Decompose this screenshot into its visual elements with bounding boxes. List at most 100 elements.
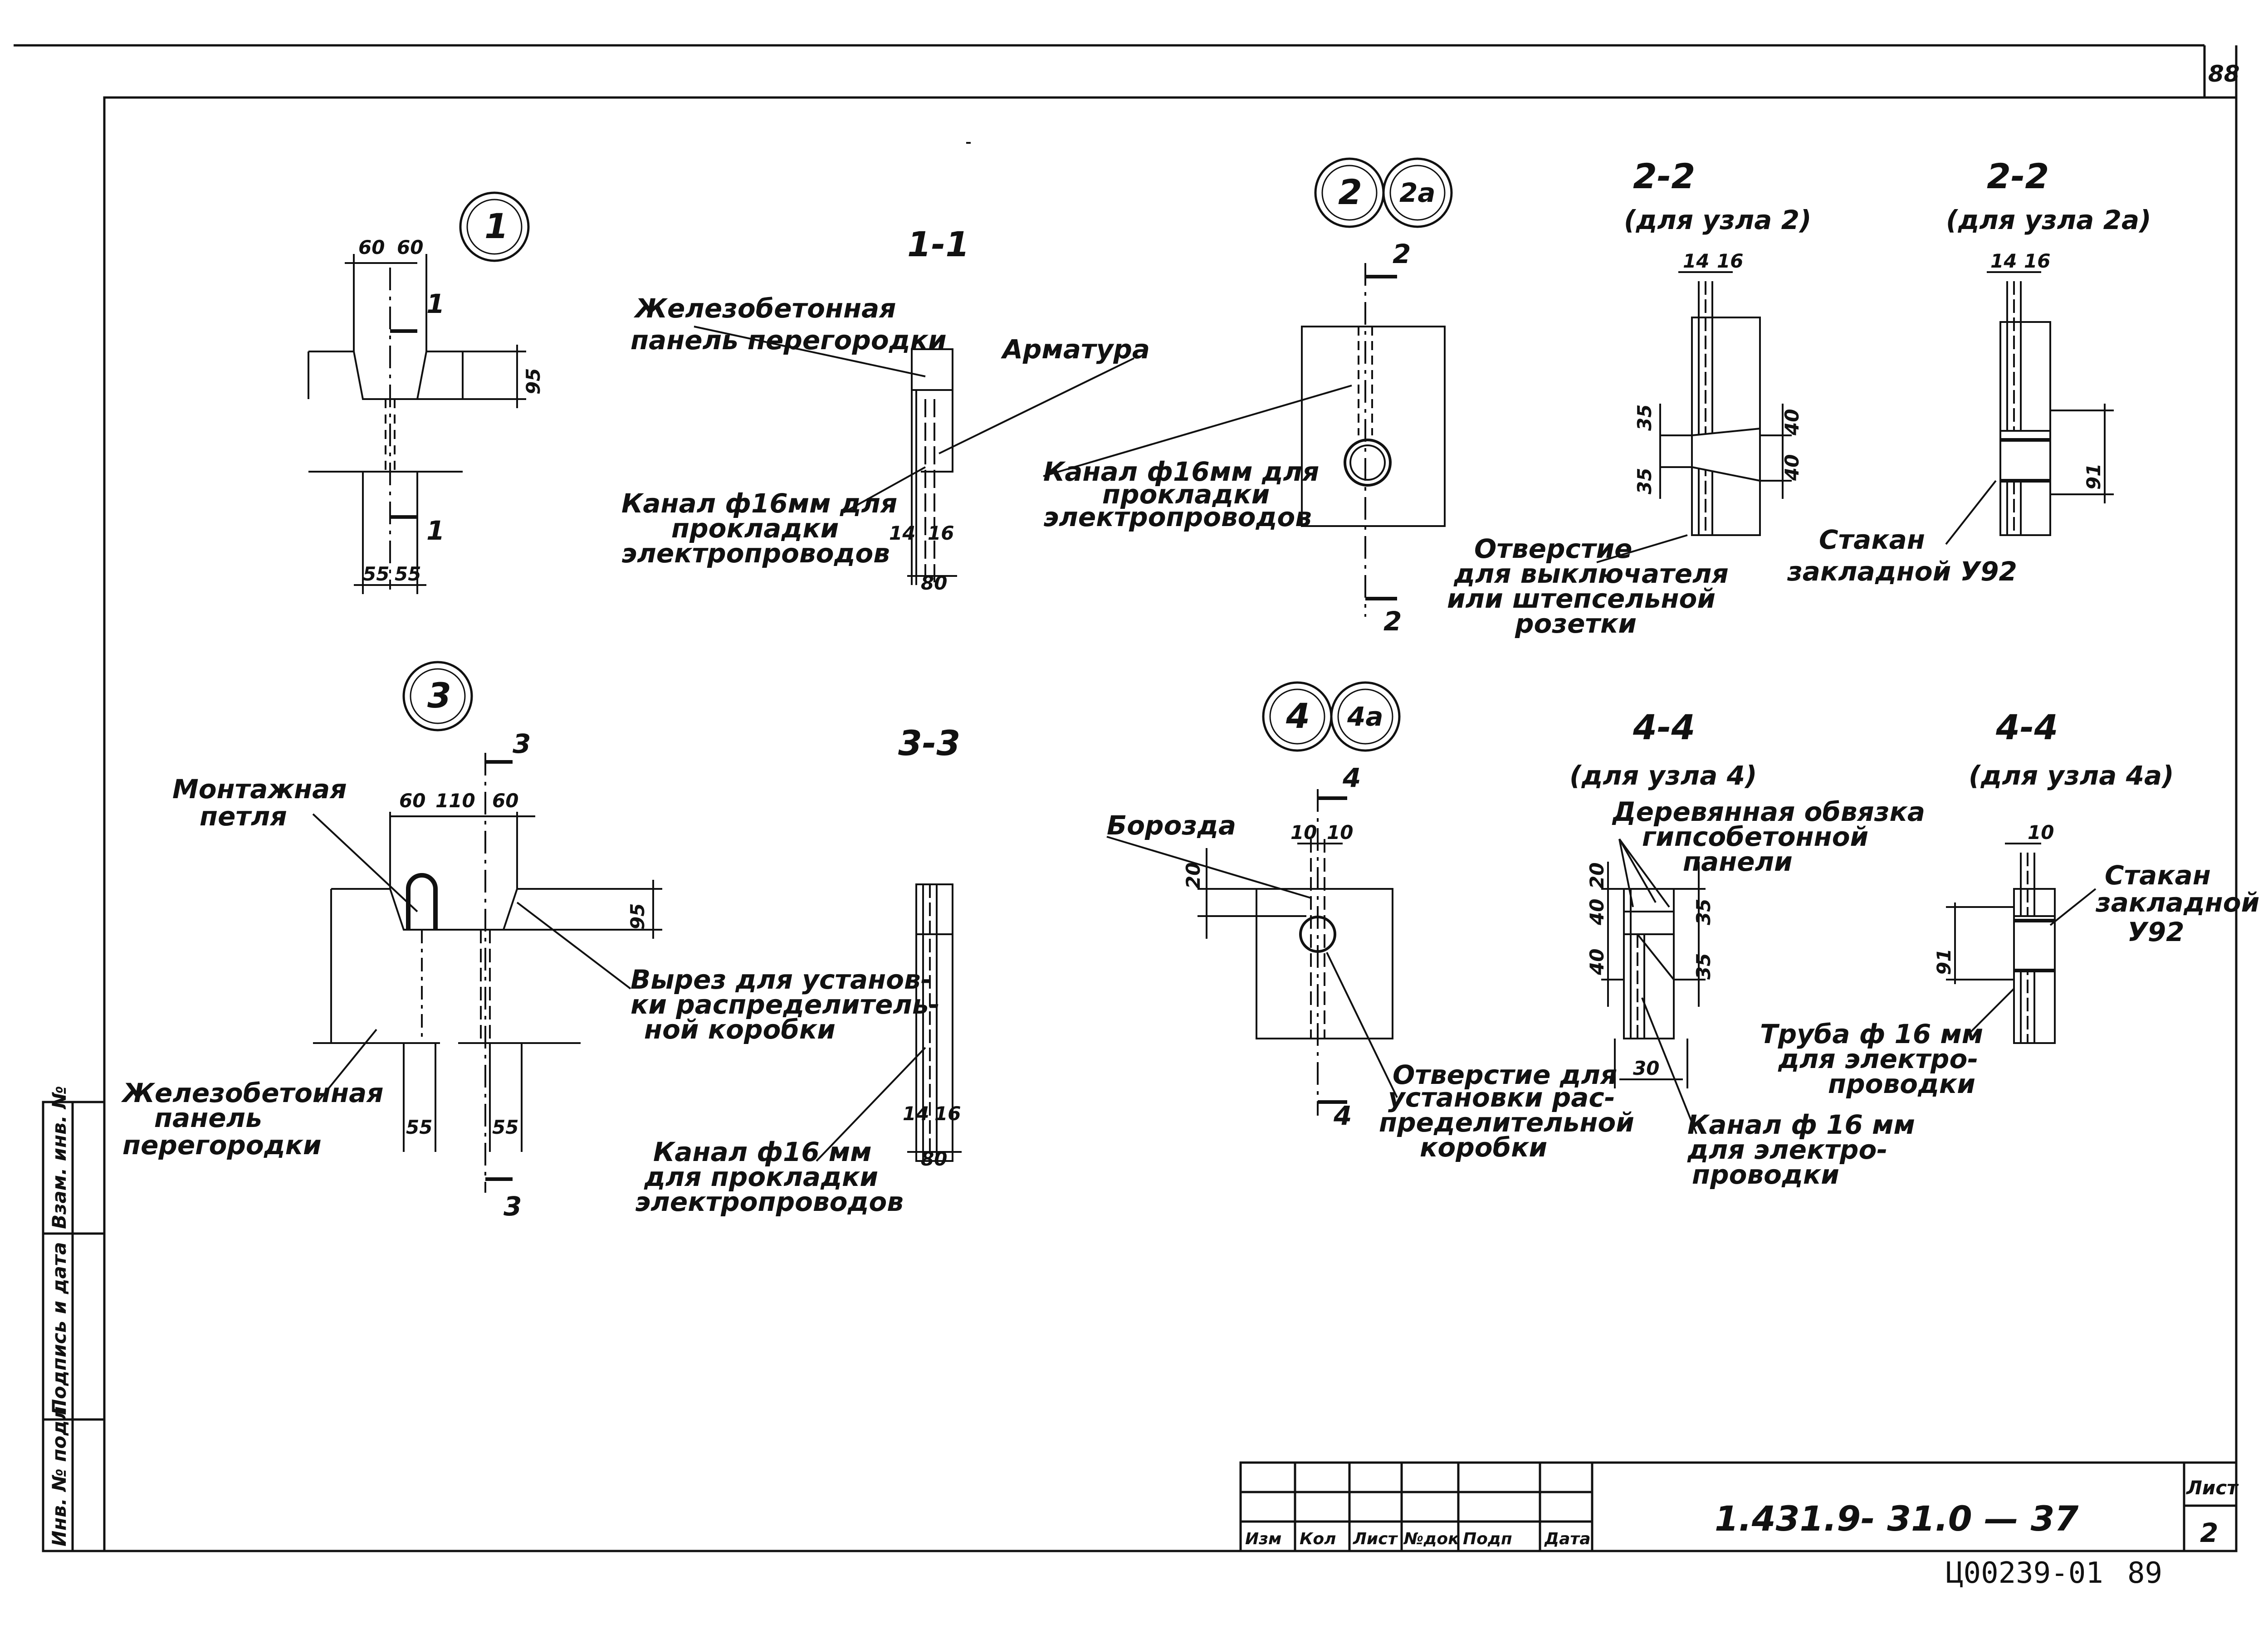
section-2-2a-dim-h1: 35 — [1633, 405, 1656, 431]
section-4-4a-channel-label: Канал ф 16 мм для электро- проводки — [1687, 1109, 1915, 1190]
section-4-4a-dim-w: 30 — [1633, 1057, 1659, 1079]
node-3-loop-label: Монтажная петля — [172, 774, 347, 832]
node-4-cut-mark-top: 4 — [1342, 762, 1361, 793]
node-3-badge: 3 — [402, 661, 473, 732]
section-2-2a-drawing — [1596, 271, 1792, 563]
section-2-2b-dim-a: 14 — [1990, 250, 2017, 272]
node-1-drawing — [308, 254, 526, 594]
section-2-2a-dim-a: 14 — [1683, 250, 1709, 272]
section-1-1-dim-b: 16 — [928, 522, 954, 544]
node-4-number: 4 — [1286, 696, 1310, 736]
svg-text:электропроводов: электропроводов — [1043, 502, 1312, 532]
section-1-1-panel-label: Железобетонная панель перегородки — [631, 293, 947, 356]
node-4-badges: 4 4а — [1262, 681, 1401, 752]
svg-text:проводки: проводки — [1692, 1159, 1839, 1190]
svg-text:или штепсельной: или штепсельной — [1447, 583, 1716, 614]
side-stamp-replacement-inv: Взам. инв. № — [48, 1086, 70, 1229]
corner-page-number: 88 — [2208, 61, 2240, 87]
section-3-3-dim-a: 14 — [903, 1102, 929, 1125]
node-1-cut-mark-bottom: 1 — [426, 515, 445, 546]
section-4-4a-dim-c: 20 — [1586, 863, 1608, 889]
node-2a-number: 2а — [1399, 177, 1436, 208]
node-3-cut-mark-top: 3 — [513, 728, 531, 759]
svg-text:ки распределитель-: ки распределитель- — [631, 989, 940, 1020]
section-1-1-channel-label: Канал ф16мм для прокладки электропроводо… — [621, 488, 897, 569]
svg-text:закладной У92: закладной У92 — [1787, 556, 2017, 587]
node-3-cutout-label: Вырез для установ- ки распределитель- но… — [631, 964, 940, 1045]
section-1-1-drawing — [694, 326, 1134, 585]
node-3-cut-mark-bottom: 3 — [503, 1191, 522, 1222]
node-4-drawing — [1106, 789, 1398, 1116]
node-1-dim-bottom-left: 55 — [363, 563, 389, 585]
svg-text:электропроводов: электропроводов — [635, 1186, 904, 1217]
col-izm: Изм — [1245, 1530, 1281, 1548]
svg-text:Отверстие для: Отверстие для — [1393, 1059, 1617, 1090]
node-1-dim-bottom-right: 55 — [395, 563, 421, 585]
archive-stamp-page: 89 — [2127, 1556, 2162, 1590]
section-3-3-channel-label: Канал ф16 мм для прокладки электропровод… — [635, 1136, 904, 1217]
svg-text:прокладки: прокладки — [671, 513, 839, 544]
svg-text:закладной: закладной — [2095, 887, 2259, 918]
node-3-dim-r: 60 — [492, 790, 518, 812]
section-4-4a-subtitle: (для узла 4) — [1569, 760, 1757, 791]
section-1-1-dim-total: 80 — [921, 572, 947, 594]
svg-text:Стакан: Стакан — [2105, 860, 2211, 891]
document-code: 1.431.9- 31.0 — 37 — [1715, 1498, 2078, 1539]
svg-text:Железобетонная: Железобетонная — [633, 293, 896, 324]
section-2-2b-title: 2-2 — [1987, 156, 2049, 196]
svg-text:Канал ф16мм для: Канал ф16мм для — [621, 488, 897, 519]
svg-text:коробки: коробки — [1420, 1132, 1547, 1163]
sheet-frame — [14, 44, 2238, 1552]
section-4-4a-dim-h2: 35 — [1692, 953, 1715, 980]
section-4-4b-drawing — [1946, 843, 2097, 1044]
section-4-4b-cup-label: Стакан закладной У92 — [2095, 860, 2259, 947]
svg-text:гипсобетонной: гипсобетонной — [1642, 821, 1868, 852]
node-4-dim-h: 20 — [1182, 863, 1204, 889]
section-2-2a-dim-h2: 35 — [1633, 468, 1656, 494]
svg-text:Железобетонная: Железобетонная — [121, 1078, 384, 1108]
node-4-dim-a: 10 — [1290, 821, 1317, 844]
section-4-4b-subtitle: (для узла 4а) — [1969, 760, 2174, 791]
node-2-cut-mark-top: 2 — [1393, 239, 1411, 269]
svg-text:Деревянная обвязка: Деревянная обвязка — [1612, 796, 1925, 827]
section-4-4b-title: 4-4 — [1995, 707, 2058, 747]
node-1-dim-top-right: 60 — [397, 236, 423, 259]
node-4-dim-b: 10 — [1327, 821, 1353, 844]
section-4-4b-dim-a: 10 — [2028, 821, 2054, 844]
section-4-4a-drawing — [1601, 838, 1706, 1134]
section-3-3-title: 3-3 — [898, 723, 960, 763]
node-2-number: 2 — [1338, 172, 1362, 212]
archive-stamp-number: Ц00239-01 — [1946, 1556, 2103, 1590]
node-1-dim-top-left: 60 — [358, 236, 385, 259]
col-data: Дата — [1544, 1530, 1591, 1548]
section-3-3-dim-total: 80 — [921, 1148, 947, 1170]
svg-text:Стакан: Стакан — [1819, 524, 1925, 555]
section-4-4a-dim-a: 40 — [1586, 949, 1608, 976]
svg-text:панели: панели — [1683, 846, 1793, 877]
svg-text:петля: петля — [200, 801, 287, 832]
section-1-1-title: 1-1 — [907, 224, 969, 264]
svg-text:Канал ф16мм для: Канал ф16мм для — [1043, 456, 1319, 487]
section-2-2a-title: 2-2 — [1633, 156, 1695, 196]
col-ndok: №док — [1403, 1530, 1460, 1548]
section-4-4a-dim-b: 40 — [1586, 899, 1608, 926]
section-2-2a-dim-w: 40 — [1781, 454, 1803, 481]
node-3-dim-h: 95 — [626, 903, 649, 930]
section-2-2a-dim-b: 16 — [1717, 250, 1743, 272]
node-1-dim-height: 95 — [522, 368, 544, 395]
node-2-badges: 2 2а — [1314, 157, 1453, 228]
title-block — [1239, 1461, 2238, 1552]
section-2-2a-dim-w2: 40 — [1781, 409, 1803, 436]
svg-text:Вырез для установ-: Вырез для установ- — [631, 964, 932, 995]
node-1-number: 1 — [484, 206, 508, 246]
node-3-panel-label: Железобетонная панель перегородки — [121, 1078, 384, 1161]
node-4-hole-label: Отверстие для установки рас- пределитель… — [1379, 1059, 1634, 1163]
svg-text:ной коробки: ной коробки — [644, 1014, 836, 1045]
section-3-3-drawing — [816, 883, 962, 1162]
svg-text:Монтажная: Монтажная — [172, 774, 347, 805]
svg-text:перегородки: перегородки — [122, 1130, 322, 1161]
node-4-groove-label: Борозда — [1107, 810, 1236, 841]
section-4-4a-dim-h1: 35 — [1692, 899, 1715, 925]
svg-text:розетки: розетки — [1515, 608, 1637, 639]
node-2-cut-mark-bottom: 2 — [1383, 606, 1402, 637]
